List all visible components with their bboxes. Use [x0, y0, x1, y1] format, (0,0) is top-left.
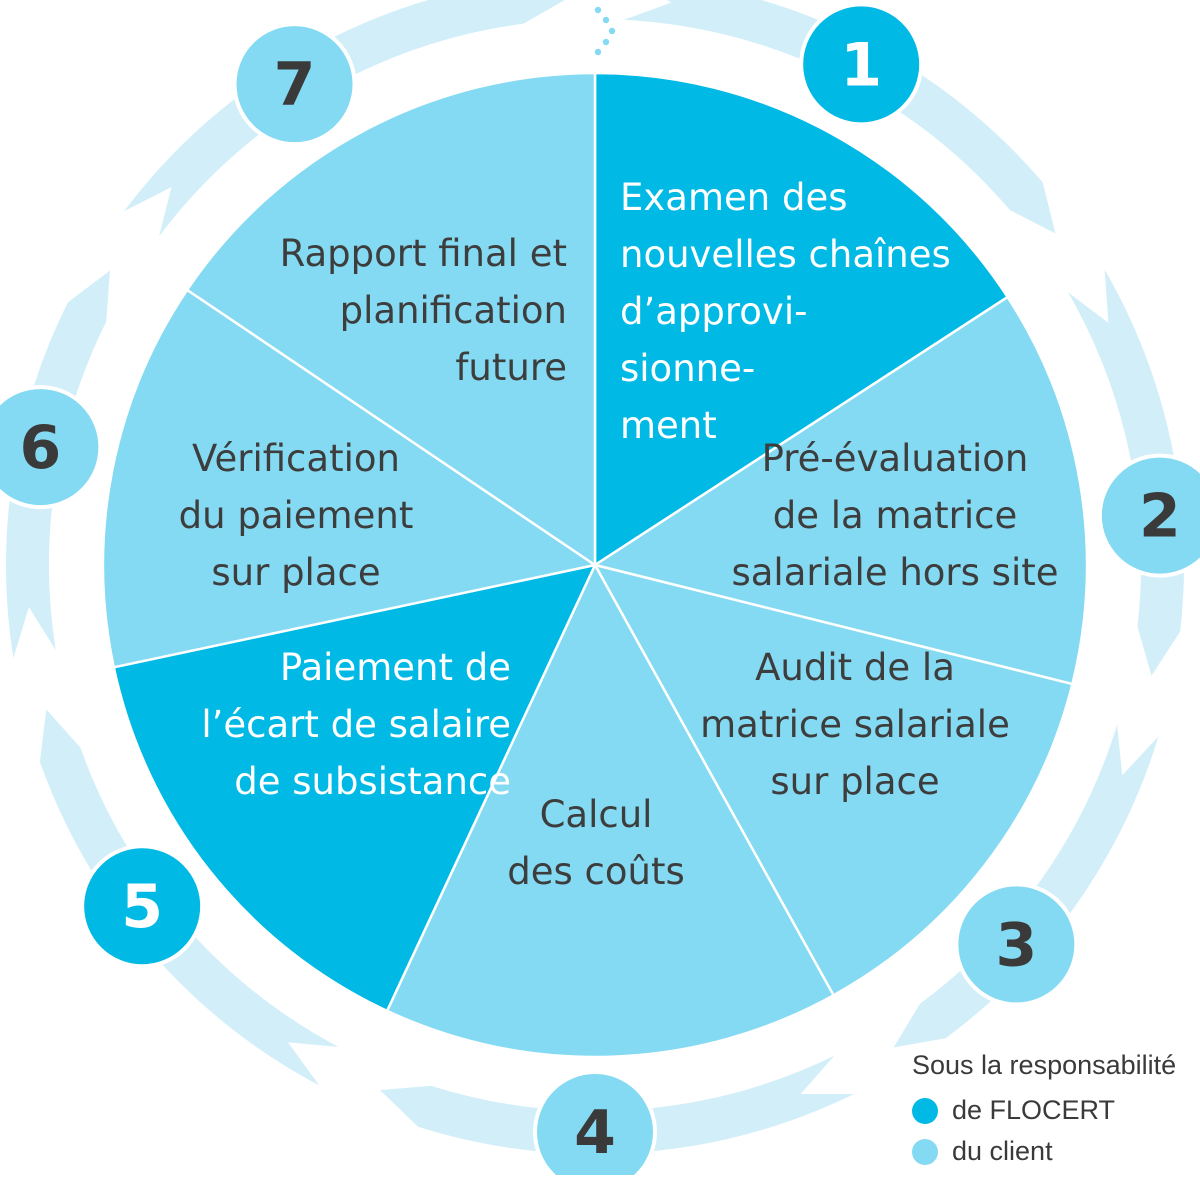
chevron-dot [602, 16, 610, 24]
step-1-badge-circle [799, 2, 924, 127]
step-2-label-line: de la matrice [773, 494, 1018, 537]
step-7-badge: 7 [232, 22, 357, 147]
cycle-arrow-segment [375, 1051, 859, 1156]
step-5-badge-circle [80, 844, 205, 969]
chevron-dot [602, 38, 610, 46]
step-3-label-line: Audit de la [755, 646, 955, 689]
legend-swatch-client [912, 1138, 938, 1165]
legend-swatch-flocert [912, 1097, 938, 1124]
legend-item-flocert: de FLOCERT [912, 1095, 1200, 1126]
step-6-slice [101, 288, 599, 669]
step-3-badge: 3 [954, 882, 1079, 1007]
step-3-badge-circle [954, 882, 1079, 1007]
cycle-arrow-segment [889, 719, 1162, 1051]
step-1-label-line: sionne- [620, 347, 755, 390]
step-6-label-line: Vérification [192, 437, 400, 480]
legend-item-client: du client [912, 1136, 1200, 1167]
step-6-badge-circle [0, 385, 103, 510]
step-2-badge-circle [1097, 453, 1200, 578]
step-7-badge-number: 7 [274, 50, 316, 120]
step-1-label-line: ment [620, 404, 717, 447]
chevron-dot [594, 6, 602, 14]
step-3-label: Audit de la matrice salariale sur place [700, 646, 1010, 803]
legend: Sous la responsabilité de FLOCERT du cli… [912, 1050, 1200, 1177]
step-2-label-line: salariale hors site [731, 551, 1058, 594]
step-3-label-line: sur place [770, 760, 939, 803]
step-2-badge: 2 [1097, 453, 1200, 578]
cycle-arrow-segment [37, 704, 344, 1090]
step-2-slice [591, 295, 1089, 686]
step-1-slice [593, 71, 1010, 568]
step-1-badge: 1 [799, 2, 924, 127]
step-4-label-line: Calcul [540, 793, 653, 836]
step-5-badge: 5 [80, 844, 205, 969]
step-pie [101, 71, 1089, 1059]
legend-title: Sous la responsabilité [912, 1050, 1177, 1080]
step-6-badge: 6 [0, 385, 103, 510]
step-5-label-line: l’écart de salaire [201, 703, 511, 746]
step-labels: Examen des nouvelles chaînes d’approvi-sio… [179, 176, 1059, 893]
step-5-badge-number: 5 [121, 872, 163, 942]
step-1-label-line: Examen des [620, 176, 848, 219]
step-4-badge-circle [533, 1070, 657, 1179]
step-6-label: Vérification du paiement sur place [179, 437, 414, 594]
step-5-slice [112, 563, 598, 1013]
step-6-label-line: du paiement [179, 494, 414, 537]
step-3-slice [592, 563, 1074, 998]
chevron-dot [594, 48, 602, 56]
legend-label-client: du client [952, 1136, 1053, 1166]
step-7-label-line: Rapport final et [280, 232, 567, 275]
step-3-label-line: matrice salariale [700, 703, 1010, 746]
step-4-label-line: des coûts [507, 850, 685, 893]
step-7-slice [185, 71, 597, 568]
step-6-label-line: sur place [211, 551, 380, 594]
step-5-label-line: de subsistance [234, 760, 511, 803]
step-7-label-line: planification [340, 289, 567, 332]
step-7-label-line: future [455, 346, 567, 389]
step-5-label: Paiement de l’écart de salaire de subsista… [201, 646, 511, 803]
legend-label-flocert: de FLOCERT [952, 1095, 1116, 1125]
step-6-badge-number: 6 [20, 413, 62, 483]
step-1-badge-number: 1 [840, 30, 882, 100]
step-4-badge-number: 4 [574, 1098, 616, 1168]
step-1-label-line: nouvelles chaînes [620, 233, 951, 276]
step-4-badge: 4 [533, 1070, 657, 1179]
step-5-label-line: Paiement de [280, 646, 511, 689]
step-1-label: Examen des nouvelles chaînes d’approvi-sio… [620, 176, 951, 447]
step-3-badge-number: 3 [995, 910, 1037, 980]
step-2-label: Pré-évaluation de la matrice salariale hor… [731, 437, 1058, 594]
chevron-dot [608, 27, 616, 35]
step-2-label-line: Pré-évaluation [762, 437, 1029, 480]
step-1-label-line: d’approvi- [620, 290, 807, 333]
step-4-slice [385, 562, 836, 1059]
step-7-badge-circle [232, 22, 357, 147]
step-2-badge-number: 2 [1139, 482, 1181, 552]
step-7-label: Rapport final et planification future [280, 232, 567, 389]
step-4-label: Calcul des coûts [507, 793, 685, 893]
